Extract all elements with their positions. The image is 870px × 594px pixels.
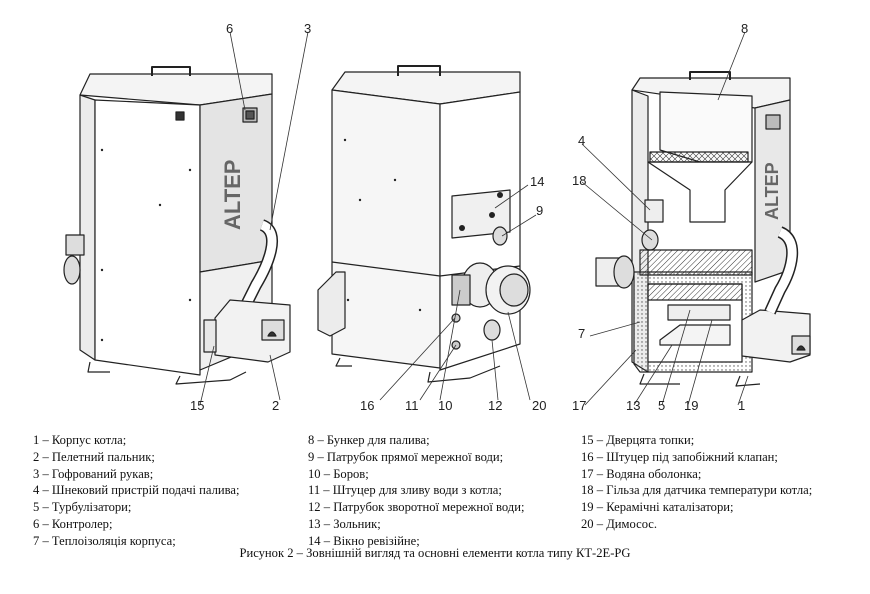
callout-5: 5 [658,398,665,413]
legend-item: 6 – Контролер; [33,516,113,531]
legend-item: 14 – Вікно ревізійне; [308,533,420,548]
boiler-figure: ALTEP [63,21,811,413]
legend-column-3: 15 – Дверцята топки; 16 – Штуцер під зап… [581,432,812,533]
legend-item: 9 – Патрубок прямої мережної води; [308,449,504,464]
callout-labels: 6 3 15 2 8 14 9 16 11 10 12 20 4 18 7 17… [190,21,748,413]
callout-15: 15 [190,398,204,413]
brand-label-2: ALTEP [762,162,782,220]
callout-12: 12 [488,398,502,413]
callout-20: 20 [532,398,546,413]
legend-item: 4 – Шнековий пристрій подачі палива; [33,483,240,498]
legend-item: 11 – Штуцер для зливу води з котла; [308,483,502,498]
boiler-view-cutaway: ALTEP [595,71,811,387]
callout-13: 13 [626,398,640,413]
callout-6: 6 [226,21,233,36]
legend-item: 3 – Гофрований рукав; [33,466,154,481]
legend-item: 2 – Пелетний пальник; [33,449,155,464]
legend-item: 16 – Штуцер під запобіжний клапан; [581,449,778,464]
legend-item: 13 – Зольник; [308,516,381,531]
legend-item: 5 – Турбулізатори; [33,500,132,515]
callout-19: 19 [684,398,698,413]
callout-9: 9 [536,203,543,218]
boiler-view-front: ALTEP [63,66,291,385]
legend-item: 18 – Гільза для датчика температури котл… [581,483,813,498]
callout-14: 14 [530,174,544,189]
callout-10: 10 [438,398,452,413]
legend-column-2: 8 – Бункер для палива; 9 – Патрубок прям… [308,432,524,550]
legend-item: 12 – Патрубок зворотної мережної води; [308,500,525,515]
callout-17: 17 [572,398,586,413]
brand-label-1: ALTEP [220,160,245,230]
callout-8: 8 [741,21,748,36]
legend-item: 10 – Боров; [308,466,369,481]
legend-item: 15 – Дверцята топки; [581,433,695,447]
callout-3: 3 [304,21,311,36]
callout-18: 18 [572,173,586,188]
callout-2: 2 [272,398,279,413]
callout-11: 11 [405,398,419,413]
callout-7: 7 [578,326,585,341]
legend-item: 19 – Керамічні каталізатори; [581,500,734,515]
legend-item: 8 – Бункер для палива; [308,433,430,447]
legend-item: 20 – Димосос. [581,516,658,531]
leader-lines [199,31,749,406]
legend-column-1: 1 – Корпус котла; 2 – Пелетний пальник; … [33,432,239,550]
callout-4: 4 [578,133,585,148]
legend-item: 1 – Корпус котла; [33,433,127,447]
legend-item: 7 – Теплоізоляція корпуса; [33,533,176,548]
callout-16: 16 [360,398,374,413]
legend-item: 17 – Водяна оболонка; [581,466,702,481]
boiler-view-rear [317,65,531,383]
callout-1: 1 [738,398,745,413]
figure-caption: Рисунок 2 – Зовнішній вигляд та основні … [239,546,631,560]
